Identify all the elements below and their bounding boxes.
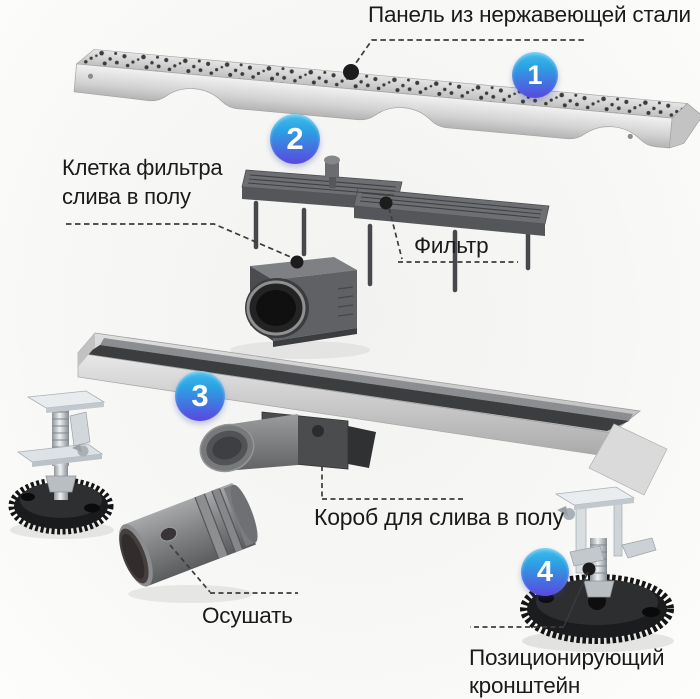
lb-threads [52,411,69,448]
pipe-end-cap [230,484,258,543]
trap-skirt [273,328,357,347]
label-positioning-bracket-line2: кронштейн [469,672,581,698]
label-positioning-bracket-line1: Позиционирующий [469,645,665,670]
left-bracket-art [8,390,114,535]
pipe-collar-2 [211,487,243,553]
leader-box [321,466,463,500]
rb-top-plate-edge [574,498,634,510]
label-drain-outlet: Осушать [202,603,293,628]
rb-right-bar [613,497,623,557]
lb-clamp-arm [69,411,91,447]
label-filter-cage: Клетка фильтра слива в полу [62,153,223,211]
lb-wing [72,444,82,452]
label-filter-cage-line2: слива в полу [62,184,191,209]
leader-panel [350,39,584,71]
leader-bracket-diagonal [563,571,589,627]
cage-grate-lines [247,174,543,219]
lb-hex-nut [45,475,77,493]
trap-outlet-hole [256,290,296,326]
pipe-collar-1 [194,493,228,559]
panel-screw-right [627,133,633,140]
pipe-top-hole [159,526,178,542]
cage-right-rail-front [354,206,545,236]
channel-left-cap [78,333,95,367]
label-steel-panel: Панель из нержавеющей стали [368,2,691,27]
leader-filter [388,207,518,263]
filter-cage-art [241,155,550,293]
ground-shadows [10,341,674,652]
label-positioning-bracket: Позиционирующий кронштейн [469,644,665,699]
channel-right-flange [588,423,668,496]
trap-vent-lines [337,286,354,317]
rb-hex-nut [583,580,615,598]
right-bracket-art [520,486,674,644]
cage-knob [324,155,340,188]
badge-4: 4 [521,548,569,596]
rb-base-notch-right [642,607,660,617]
lb-mid-plate-edge [32,454,102,467]
underbox-screw [312,425,324,437]
trap-anchor-dot [290,255,304,269]
rb-side-arm [621,537,657,559]
outlet-pipe-deep [212,436,242,460]
drain-pipe-art [118,482,258,587]
leader-drain [169,544,298,594]
panel-front-skirt [73,63,673,149]
lb-top-plate-edge [46,402,104,413]
cage-legs [253,200,531,293]
rb-anchor-dot [582,562,596,576]
panel-screw-left [87,73,94,79]
lb-base-notch-left [21,493,35,501]
rb-clamp [569,545,605,567]
pipe-mouth-deep [121,533,145,579]
label-filter-cage-line1: Клетка фильтра [62,155,223,180]
leader-lines [66,39,589,628]
cage-anchor-dot [379,196,393,210]
badge-2: 2 [270,114,320,164]
panel-anchor-dot [343,64,359,80]
drain-trap-art [245,255,357,347]
label-filter: Фильтр [414,233,489,258]
rb-wing [557,506,568,516]
channel-inner-wall [100,338,633,421]
pipe-collar-lines [194,488,244,560]
panel-perforations [76,49,688,119]
leader-cage [66,223,294,259]
lb-base-notch-right [84,503,100,513]
badge-1: 1 [512,52,558,98]
underbox-wedge [348,426,376,468]
steel-panel-art [73,49,700,149]
badge-3: 3 [175,371,225,421]
channel-floor [86,345,629,431]
drain-channel-art [77,332,668,496]
label-drain-box: Короб для слива в полу [314,504,564,530]
trap-top-face [250,257,357,280]
